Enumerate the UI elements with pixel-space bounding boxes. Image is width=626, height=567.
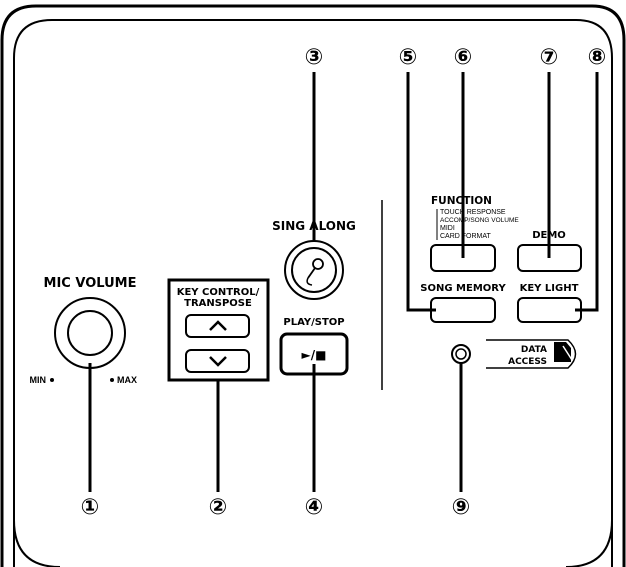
svg-text:⑨: ⑨ — [452, 495, 471, 520]
svg-text:⑤: ⑤ — [399, 45, 418, 70]
callout-9: ⑨ — [452, 495, 471, 520]
key-light-button[interactable] — [517, 297, 582, 323]
callout-3: ③ — [305, 45, 324, 70]
memory-card-icon — [554, 342, 573, 362]
data-access-frame — [486, 339, 577, 369]
callout-8-line — [575, 72, 599, 312]
panel-outline — [0, 4, 626, 567]
play-stop-label: PLAY/STOP — [283, 317, 344, 328]
callout-2: ② — [209, 495, 228, 520]
data-access-label-line2: ACCESS — [508, 357, 547, 367]
key-up-button[interactable] — [185, 314, 250, 338]
function-sub-midi: MIDI — [440, 225, 455, 232]
panel-bottom-left-corner — [13, 519, 61, 567]
panel-bottom-right-corner — [565, 519, 613, 567]
svg-text:③: ③ — [305, 45, 324, 70]
callout-7: ⑦ — [540, 45, 559, 70]
callout-8: ⑧ — [588, 45, 607, 70]
panel-inner-outline — [13, 19, 613, 567]
callout-4: ④ — [305, 495, 324, 520]
chevron-down-icon — [209, 356, 227, 367]
mic-max-dot — [110, 378, 114, 382]
callout-5-line — [406, 72, 436, 312]
key-light-label: KEY LIGHT — [520, 283, 579, 294]
function-sub-touch-response: TOUCH RESPONSE — [440, 209, 506, 216]
callout-5: ⑤ — [399, 45, 418, 70]
data-access-label-line1: DATA — [521, 345, 547, 355]
mic-min-label: MIN — [30, 375, 47, 385]
svg-text:④: ④ — [305, 495, 324, 520]
svg-text:⑧: ⑧ — [588, 45, 607, 70]
mic-volume-knob-inner[interactable] — [67, 310, 113, 356]
key-down-button[interactable] — [185, 349, 250, 373]
function-sub-accomp-volume: ACCOMP/SONG VOLUME — [440, 217, 519, 224]
microphone-icon — [306, 258, 324, 286]
chevron-up-icon — [209, 320, 227, 331]
song-memory-button[interactable] — [430, 297, 496, 323]
key-control-label-line1: KEY CONTROL/ — [177, 287, 260, 298]
callout-1: ① — [81, 495, 100, 520]
svg-text:①: ① — [81, 495, 100, 520]
song-memory-label: SONG MEMORY — [420, 283, 506, 294]
data-access-lamp-inner — [455, 348, 467, 360]
svg-text:⑥: ⑥ — [454, 45, 473, 70]
play-stop-symbol: ►/■ — [302, 348, 327, 362]
svg-text:⑦: ⑦ — [540, 45, 559, 70]
svg-text:②: ② — [209, 495, 228, 520]
function-label: FUNCTION — [431, 195, 492, 207]
mic-max-label: MAX — [117, 375, 137, 385]
key-control-label-line2: TRANSPOSE — [184, 298, 252, 309]
mic-min-dot — [50, 378, 54, 382]
callout-6: ⑥ — [454, 45, 473, 70]
mic-volume-label: MIC VOLUME — [44, 276, 137, 291]
function-sub-card-format: CARD FORMAT — [440, 233, 492, 240]
